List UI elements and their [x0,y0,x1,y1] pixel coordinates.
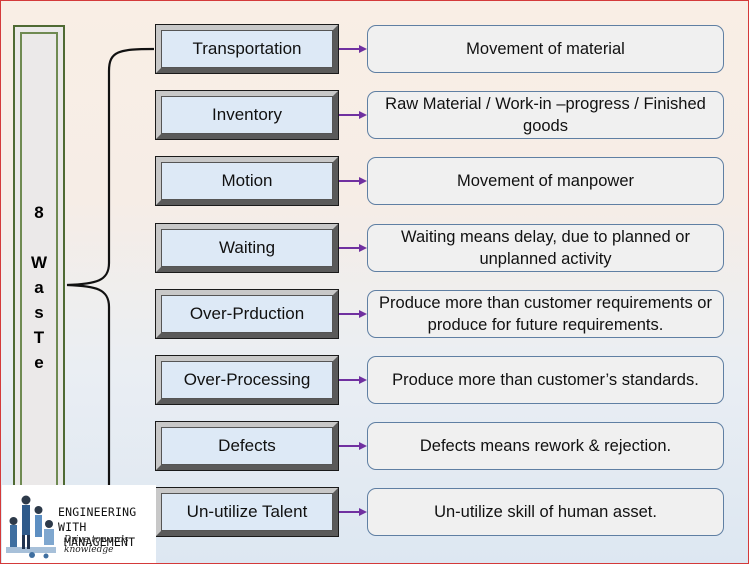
description-label: Produce more than customer requirements … [379,294,712,334]
title-char-4: s [34,303,44,322]
title-char-2: W [30,253,48,272]
category-label: Motion [221,171,273,190]
category-label: Transportation [192,39,302,58]
description-label: Raw Material / Work-in –progress / Finis… [385,95,706,135]
category-label: Over-Prduction [189,304,305,323]
category-box: Un-utilize Talent [155,487,339,537]
title-char-1: 8 [34,203,44,222]
description-box: Produce more than customer’s standards. [367,356,724,404]
description-box: Movement of manpower [367,157,724,205]
category-label: Waiting [218,238,276,257]
category-box: Over-Prduction [155,289,339,339]
description-box: Un-utilize skill of human asset. [367,488,724,536]
description-label: Un-utilize skill of human asset. [434,503,657,521]
description-label: Waiting means delay, due to planned or u… [401,228,690,268]
description-label: Movement of material [466,40,625,58]
description-box: Movement of material [367,25,724,73]
category-label: Defects [218,436,276,455]
engineers-illustration-icon [6,495,56,559]
description-label: Movement of manpower [457,172,634,190]
description-box: Waiting means delay, due to planned or u… [367,224,724,272]
category-box: Inventory [155,90,339,140]
title-char-3: a [34,278,44,297]
description-label: Produce more than customer’s standards. [392,371,699,389]
category-label: Over-Processing [183,370,311,389]
category-box: Over-Processing [155,355,339,405]
title-char-5: T [33,328,45,347]
brace [66,47,155,563]
category-box: Motion [155,156,339,206]
category-box: Transportation [155,24,339,74]
logo: ENGINEERING WITH MANAGEMENT Drive toward… [2,485,156,563]
category-box: Defects [155,421,339,471]
title-char-6: e [34,353,44,372]
description-box: Produce more than customer requirements … [367,290,724,338]
title-box [13,25,65,563]
category-label: Un-utilize Talent [186,502,308,521]
description-label: Defects means rework & rejection. [419,437,672,455]
logo-line-1: ENGINEERING WITH [58,505,137,534]
category-label: Inventory [212,105,282,124]
description-box: Raw Material / Work-in –progress / Finis… [367,91,724,139]
logo-line-2: MANAGEMENT [64,535,136,549]
logo-tagline: Drive towards knowledge [64,535,129,555]
description-box: Defects means rework & rejection. [367,422,724,470]
category-box: Waiting [155,223,339,273]
